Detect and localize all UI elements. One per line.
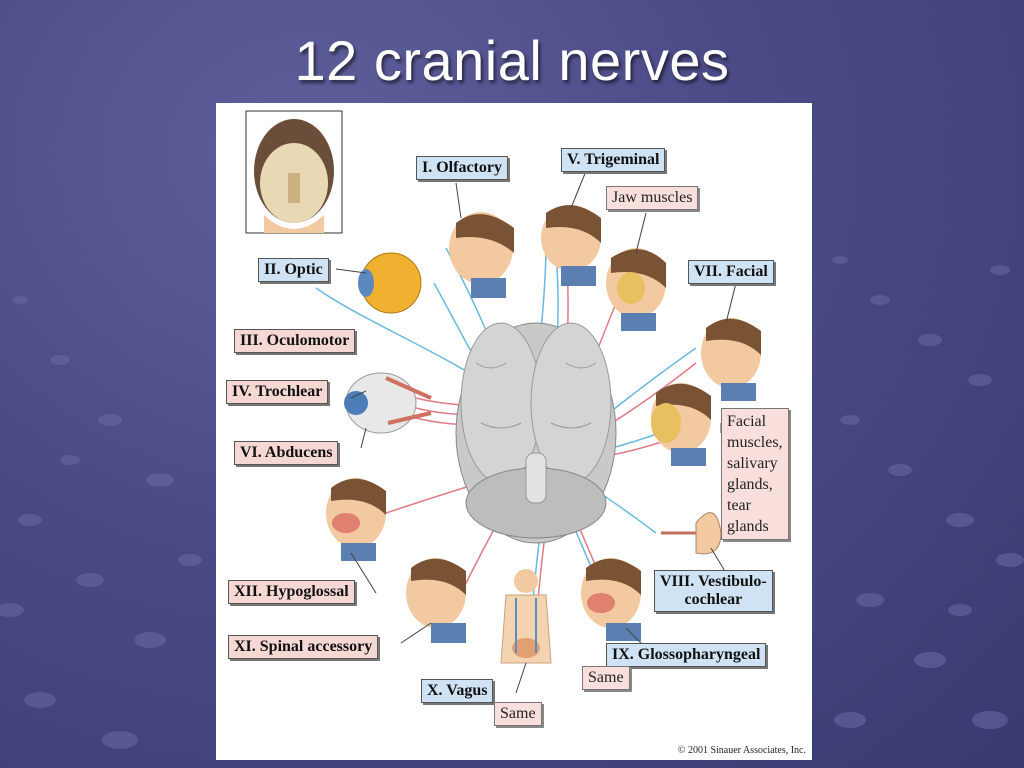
function-facial-line6: glands (727, 518, 769, 535)
inferior-head-inset (245, 110, 343, 234)
olfactory-head (449, 212, 514, 298)
function-facial-line5: tear (727, 497, 751, 514)
facial-head-upper (701, 318, 761, 401)
function-jaw-muscles: Jaw muscles (606, 186, 699, 210)
function-facial-line4: glands, (727, 476, 773, 493)
label-vestibulocochlear-line2: cochlear (684, 591, 743, 608)
label-spinal-accessory: XI. Spinal accessory (228, 635, 379, 659)
eye-trochlear-abducens (344, 372, 432, 434)
cranial-nerves-illustration (245, 110, 761, 694)
vagus-body (500, 569, 552, 664)
label-optic: II. Optic (258, 258, 329, 282)
label-vestibulocochlear: VIII. Vestibulo- cochlear (654, 570, 773, 612)
function-facial-line2: muscles, (727, 434, 783, 451)
function-facial-line1: Facial (727, 413, 767, 430)
function-same-glossopharyngeal: Same (582, 666, 630, 690)
label-olfactory: I. Olfactory (416, 156, 508, 180)
slide-title: 12 cranial nerves (294, 29, 730, 92)
label-trochlear: IV. Trochlear (226, 380, 329, 404)
spinal-accessory-head (406, 558, 466, 643)
label-facial: VII. Facial (688, 260, 774, 284)
label-trigeminal: V. Trigeminal (561, 148, 666, 172)
trigeminal-head (541, 205, 601, 286)
function-facial-line3: salivary (727, 455, 778, 472)
brain-inferior-view (455, 322, 617, 544)
eye-optic (358, 252, 422, 314)
label-vagus: X. Vagus (421, 679, 494, 703)
label-vestibulocochlear-line1: VIII. Vestibulo- (660, 573, 767, 590)
label-oculomotor: III. Oculomotor (234, 329, 356, 353)
function-facial-muscles-glands: Facial muscles, salivary glands, tear gl… (721, 408, 789, 540)
label-abducens: VI. Abducens (234, 441, 339, 465)
label-hypoglossal: XII. Hypoglossal (228, 580, 355, 604)
hypoglossal-head (326, 478, 386, 561)
label-glossopharyngeal: IX. Glossopharyngeal (606, 643, 767, 667)
glossopharyngeal-head (581, 558, 641, 641)
copyright-notice: © 2001 Sinauer Associates, Inc. (677, 745, 806, 756)
function-same-vagus: Same (494, 702, 542, 726)
ear-vestibulocochlear (661, 512, 722, 555)
facial-head-lower (651, 383, 711, 466)
cranial-nerves-figure: I. Olfactory V. Trigeminal II. Optic III… (216, 103, 812, 760)
jaw-muscles-head (606, 248, 666, 331)
